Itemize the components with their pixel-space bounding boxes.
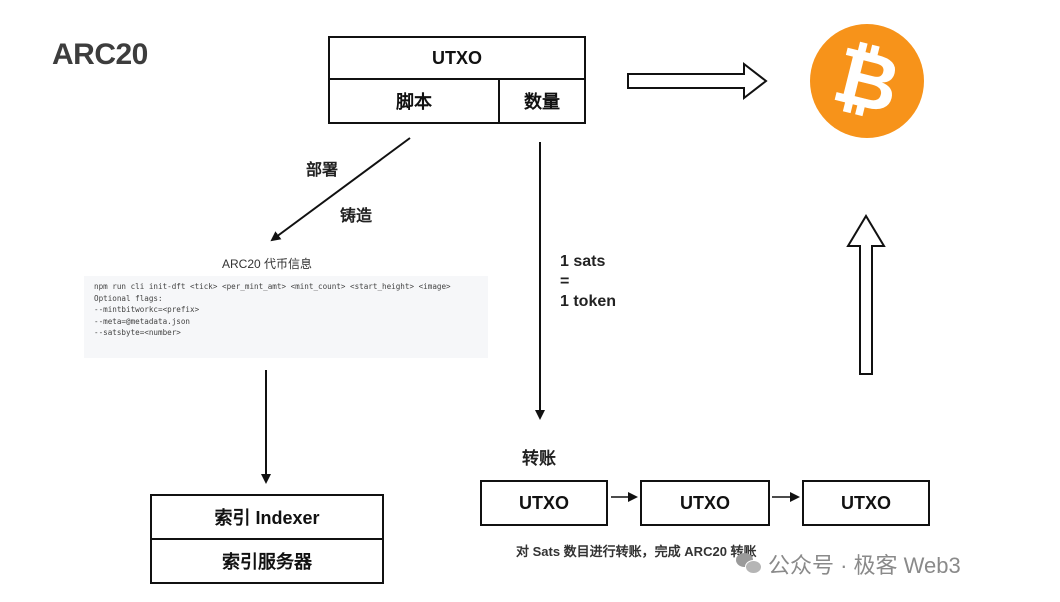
code-line: --satsbyte=<number> [94,328,181,337]
ratio-line-2: = [560,273,570,290]
deploy-label: 部署 [306,162,339,179]
hollow-right-arrow [627,61,768,101]
utxo-chain-node-2: UTXO [640,480,770,526]
utxo-header: UTXO [330,38,584,80]
diagram-title: ARC20 [52,38,148,71]
watermark: 公众号 · 极客 Web3 [736,548,961,580]
utxo-structure-box: UTXO 脚本 数量 [328,36,586,124]
token-info-heading: ARC20 代币信息 [222,257,313,271]
code-line: --meta=@metadata.json [94,316,191,326]
utxo-amount-cell: 数量 [524,92,560,112]
hollow-up-arrow [846,214,886,375]
code-line: Optional flags: [94,293,163,303]
index-server-label: 索引服务器 [222,552,312,572]
deploy-mint-arrow [270,137,411,242]
code-line: npm run cli init-dft <tick> <per_mint_am… [94,282,451,291]
watermark-text: 公众号 · 极客 Web3 [768,553,961,578]
indexer-box: 索引 Indexer 索引服务器 [150,494,384,584]
ratio-line-1: 1 sats [560,253,606,270]
utxo-chain-node-3: UTXO [802,480,930,526]
bitcoin-logo: ₿ [810,24,924,138]
utxo-script-cell: 脚本 [330,80,500,122]
wechat-icon [736,553,762,575]
indexer-label: 索引 Indexer [152,496,382,540]
sats-token-ratio: 1 sats = 1 token [560,252,616,312]
code-line: --mintbitworkc=<prefix> [94,305,200,314]
utxo-chain-node-1: UTXO [480,480,608,526]
ratio-line-3: 1 token [560,293,617,310]
transfer-label: 转账 [522,449,556,468]
transfer-caption: 对 Sats 数目进行转账，完成 ARC20 转账 [516,544,757,559]
code-panel: npm run cli init-dft <tick> <per_mint_am… [84,276,488,358]
mint-label: 铸造 [340,208,373,225]
